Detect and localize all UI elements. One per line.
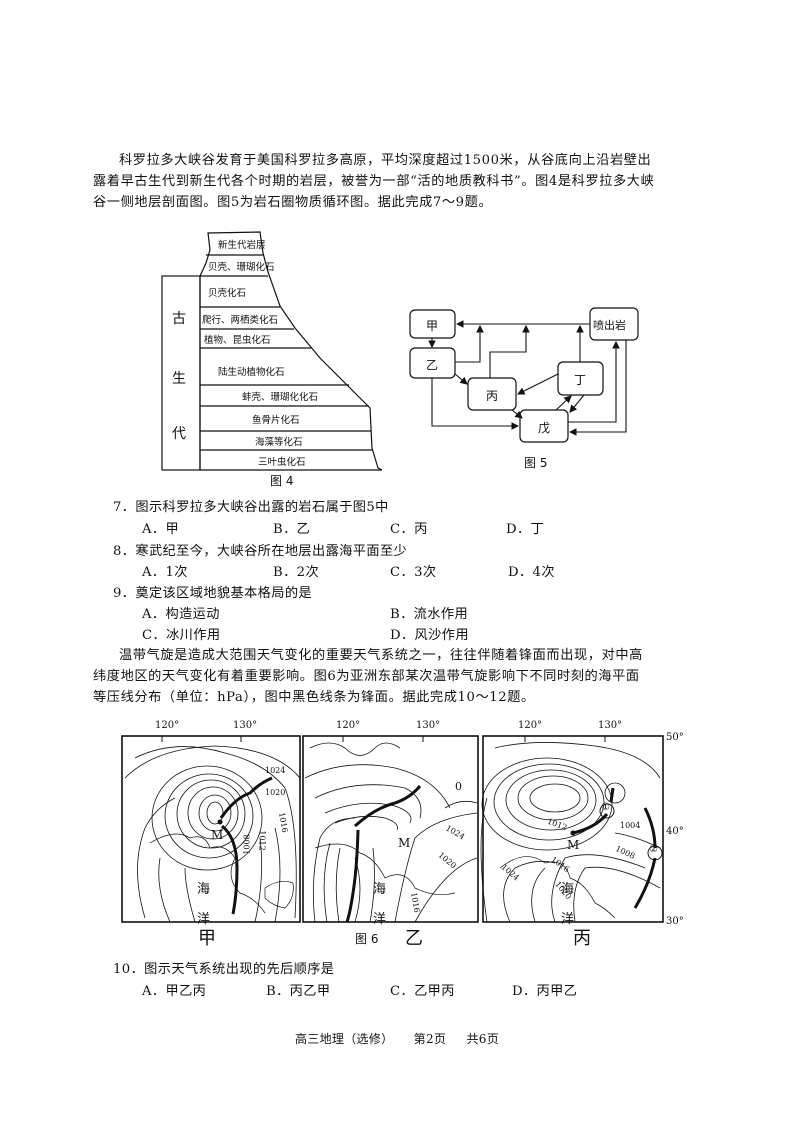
node-bing: 丙 bbox=[486, 389, 499, 403]
q10-option-d: D．丙甲乙 bbox=[512, 984, 578, 999]
q10-option-b: B．丙乙甲 bbox=[266, 984, 331, 999]
panel-label-bing: 丙 bbox=[573, 928, 591, 949]
footer-total-pages: 共6页 bbox=[466, 1032, 499, 1046]
node-jia: 甲 bbox=[426, 319, 439, 333]
layer-shell-coral-upper: 贝壳、珊瑚化石 bbox=[208, 262, 275, 273]
lat-50: 50° bbox=[666, 732, 684, 743]
q9-option-a: A．构造运动 bbox=[142, 607, 220, 622]
q7-option-d: D．丁 bbox=[506, 522, 545, 537]
q8-option-c: C．3次 bbox=[390, 565, 437, 580]
question-9-stem: 9．奠定该区域地貌基本格局的是 bbox=[113, 586, 313, 601]
era-label-sheng: 生 bbox=[172, 371, 186, 387]
q7-option-b: B．乙 bbox=[273, 522, 311, 537]
point-m-yi: M bbox=[398, 836, 411, 850]
node-ding: 丁 bbox=[574, 373, 587, 387]
q9-option-d: D．风沙作用 bbox=[390, 628, 469, 643]
figure-4-stratigraphic-section: 古 生 代 新生代岩层 贝壳、珊瑚化石 贝壳化石 爬行、两栖类化石 植物、昆虫化… bbox=[160, 228, 400, 490]
question-7-stem: 7．图示科罗拉多大峡谷出露的岩石属于图5中 bbox=[113, 500, 389, 515]
lon-130-panel2: 130° bbox=[416, 720, 441, 731]
figure-5-rock-cycle: 甲 乙 丙 丁 戊 喷出岩 图 5 bbox=[404, 302, 654, 472]
point-m-bing: M bbox=[567, 838, 580, 852]
footer-subject: 高三地理（选修） bbox=[295, 1032, 394, 1046]
q8-option-b: B．2次 bbox=[273, 565, 320, 580]
lat-40: 40° bbox=[666, 826, 684, 837]
intro-paragraph-1: 科罗拉多大峡谷发育于美国科罗拉多高原，平均深度超过1500米，从谷底向上沿岩壁出… bbox=[93, 150, 713, 213]
layer-shell: 贝壳化石 bbox=[208, 288, 247, 299]
layer-clam-coral: 蚌壳、珊瑚化化石 bbox=[242, 392, 319, 403]
isobar-1020-jia: 1020 bbox=[265, 788, 286, 797]
q10-option-a: A．甲乙丙 bbox=[142, 984, 207, 999]
marker-2: ② bbox=[649, 844, 658, 855]
intro2-line2: 纬度地区的天气变化有着重要影响。图6为亚洲东部某次温带气旋影响下不同时刻的海平面 bbox=[93, 669, 640, 684]
question-8-stem: 8．寒武纪至今，大峡谷所在地层出露海平面至少 bbox=[113, 544, 408, 559]
extra-label-yi: 0 bbox=[455, 780, 462, 793]
sea-label-hai-jia: 海 bbox=[197, 882, 211, 897]
panel-label-yi: 乙 bbox=[405, 928, 423, 949]
figure-5-caption: 图 5 bbox=[524, 456, 548, 470]
q8-option-d: D．4次 bbox=[508, 565, 555, 580]
figure-4-caption: 图 4 bbox=[270, 474, 294, 488]
figure-6-isobar-maps: 120° 130° 120° 130° 120° 130° 50° 40° 30… bbox=[115, 718, 695, 950]
intro1-line3: 谷一侧地层剖面图。图5为岩石圈物质循环图。据此完成7～9题。 bbox=[93, 195, 493, 210]
intro2-line1: 温带气旋是造成大范围天气变化的重要天气系统之一，往往伴随着锋面而出现，对中高 bbox=[119, 648, 643, 663]
node-yi: 乙 bbox=[426, 358, 439, 372]
layer-reptile-amphibian: 爬行、两栖类化石 bbox=[202, 315, 279, 326]
rock-cycle-diagram bbox=[409, 307, 639, 443]
lon-120-panel1: 120° bbox=[155, 720, 180, 731]
sea-label-yang-yi: 洋 bbox=[373, 912, 387, 927]
intro-paragraph-2: 温带气旋是造成大范围天气变化的重要天气系统之一，往往伴随着锋面而出现，对中高 纬… bbox=[93, 645, 713, 708]
q10-option-c: C．乙甲丙 bbox=[390, 984, 455, 999]
panel-label-jia: 甲 bbox=[198, 928, 216, 949]
footer-page-number: 第2页 bbox=[413, 1032, 447, 1046]
marker-1: ① bbox=[601, 802, 610, 813]
isobar-1008-jia: 1008 bbox=[242, 834, 252, 855]
stratigraphic-diagram bbox=[161, 231, 383, 471]
node-extrusive-rock: 喷出岩 bbox=[593, 319, 626, 332]
isobar-1024-jia: 1024 bbox=[265, 766, 286, 775]
q7-option-c: C．丙 bbox=[390, 522, 428, 537]
lon-120-panel2: 120° bbox=[336, 720, 361, 731]
page-footer: 高三地理（选修） 第2页 共6页 bbox=[0, 1030, 794, 1047]
lat-30: 30° bbox=[666, 916, 684, 927]
layer-trilobite: 三叶虫化石 bbox=[258, 457, 306, 468]
q8-option-a: A．1次 bbox=[142, 565, 188, 580]
lon-130-panel1: 130° bbox=[233, 720, 258, 731]
lon-130-panel3: 130° bbox=[598, 720, 623, 731]
question-10-stem: 10．图示天气系统出现的先后顺序是 bbox=[113, 962, 335, 977]
era-label-dai: 代 bbox=[172, 426, 186, 442]
isobar-maps bbox=[121, 735, 664, 923]
q7-option-a: A．甲 bbox=[142, 522, 180, 537]
sea-label-yang-jia: 洋 bbox=[197, 912, 211, 927]
sea-label-yang-bing: 洋 bbox=[561, 912, 575, 927]
point-m-jia: M bbox=[211, 828, 224, 842]
layer-algae: 海藻等化石 bbox=[255, 437, 303, 448]
intro1-line2: 露着早古生代到新生代各个时期的岩层，被誉为一部“活的地质教科书”。图4是科罗拉多… bbox=[93, 174, 655, 189]
layer-cenozoic: 新生代岩层 bbox=[218, 240, 266, 251]
isobar-1004-bing: 1004 bbox=[620, 821, 641, 830]
layer-plant-insect: 植物、昆虫化石 bbox=[204, 335, 271, 346]
sea-label-hai-yi: 海 bbox=[373, 882, 387, 897]
layer-fish-bone: 鱼骨片化石 bbox=[252, 415, 300, 426]
lon-120-panel3: 120° bbox=[518, 720, 543, 731]
intro2-line3: 等压线分布（单位：hPa），图中黑色线条为锋面。据此完成10～12题。 bbox=[93, 690, 535, 705]
era-label-gu: 古 bbox=[172, 311, 186, 327]
isobar-1012-jia: 1012 bbox=[257, 830, 267, 851]
sea-label-hai-bing: 海 bbox=[561, 882, 575, 897]
intro1-line1: 科罗拉多大峡谷发育于美国科罗拉多高原，平均深度超过1500米，从谷底向上沿岩壁出 bbox=[119, 153, 652, 168]
node-wu: 戊 bbox=[538, 421, 551, 435]
q9-option-b: B．流水作用 bbox=[390, 607, 469, 622]
layer-terrestrial: 陆生动植物化石 bbox=[218, 367, 285, 378]
figure-6-caption: 图 6 bbox=[355, 932, 379, 946]
q9-option-c: C．冰川作用 bbox=[142, 628, 221, 643]
